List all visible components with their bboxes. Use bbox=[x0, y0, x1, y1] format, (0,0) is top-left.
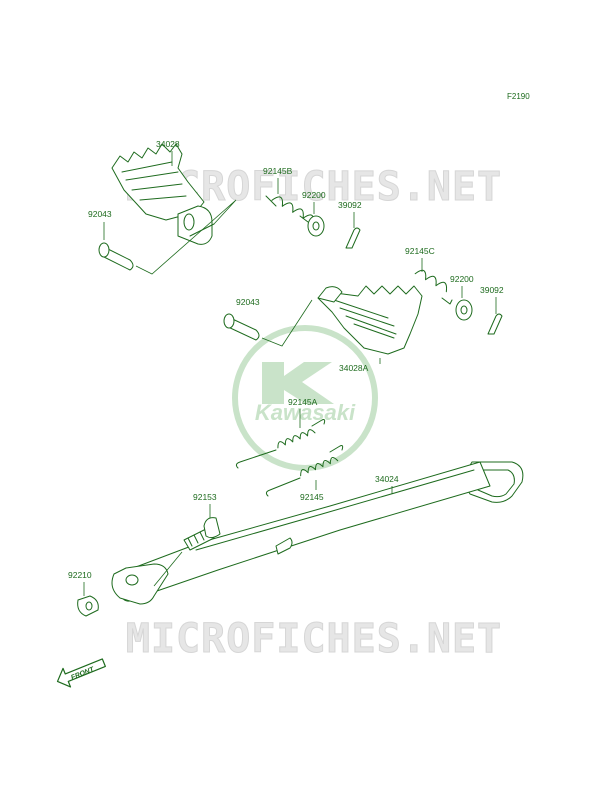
bolt-92153 bbox=[183, 517, 221, 551]
spring-92145 bbox=[265, 445, 344, 497]
pin-92043-middle bbox=[223, 313, 260, 341]
watermark-bottom: MICROFICHES.NET bbox=[126, 616, 502, 662]
cotter-39092-middle bbox=[487, 313, 503, 335]
label-39092-middle: 39092 bbox=[480, 285, 504, 295]
label-92145C: 92145C bbox=[405, 246, 435, 256]
collar-92210 bbox=[77, 595, 99, 617]
kawasaki-logo: Kawasaki bbox=[232, 325, 378, 471]
label-92145A: 92145A bbox=[288, 397, 318, 407]
label-92043-middle: 92043 bbox=[236, 297, 260, 307]
label-34024: 34024 bbox=[375, 474, 399, 484]
label-92145B: 92145B bbox=[263, 166, 293, 176]
washer-92200-top bbox=[307, 215, 325, 237]
cotter-39092-top bbox=[345, 227, 361, 249]
logo-text: Kawasaki bbox=[255, 400, 356, 425]
figure-code: F2190 bbox=[507, 92, 530, 101]
pin-92043-upper bbox=[98, 242, 134, 271]
label-92145: 92145 bbox=[300, 492, 324, 502]
spring-92145A bbox=[235, 419, 326, 469]
label-92210: 92210 bbox=[68, 570, 92, 580]
footpeg-34028A bbox=[317, 285, 423, 355]
label-39092-top: 39092 bbox=[338, 200, 362, 210]
label-92200-top: 92200 bbox=[302, 190, 326, 200]
side-stand-34024 bbox=[111, 461, 524, 605]
front-arrow-icon: FRONT bbox=[56, 658, 106, 688]
spring-92145B bbox=[265, 195, 315, 225]
label-92043-upper: 92043 bbox=[88, 209, 112, 219]
washer-92200-middle bbox=[455, 299, 473, 321]
spring-92145C bbox=[414, 269, 453, 305]
label-34028: 34028 bbox=[156, 139, 180, 149]
label-92153: 92153 bbox=[193, 492, 217, 502]
footpeg-34028 bbox=[111, 143, 215, 245]
label-92200-middle: 92200 bbox=[450, 274, 474, 284]
label-34028A: 34028A bbox=[339, 363, 369, 373]
